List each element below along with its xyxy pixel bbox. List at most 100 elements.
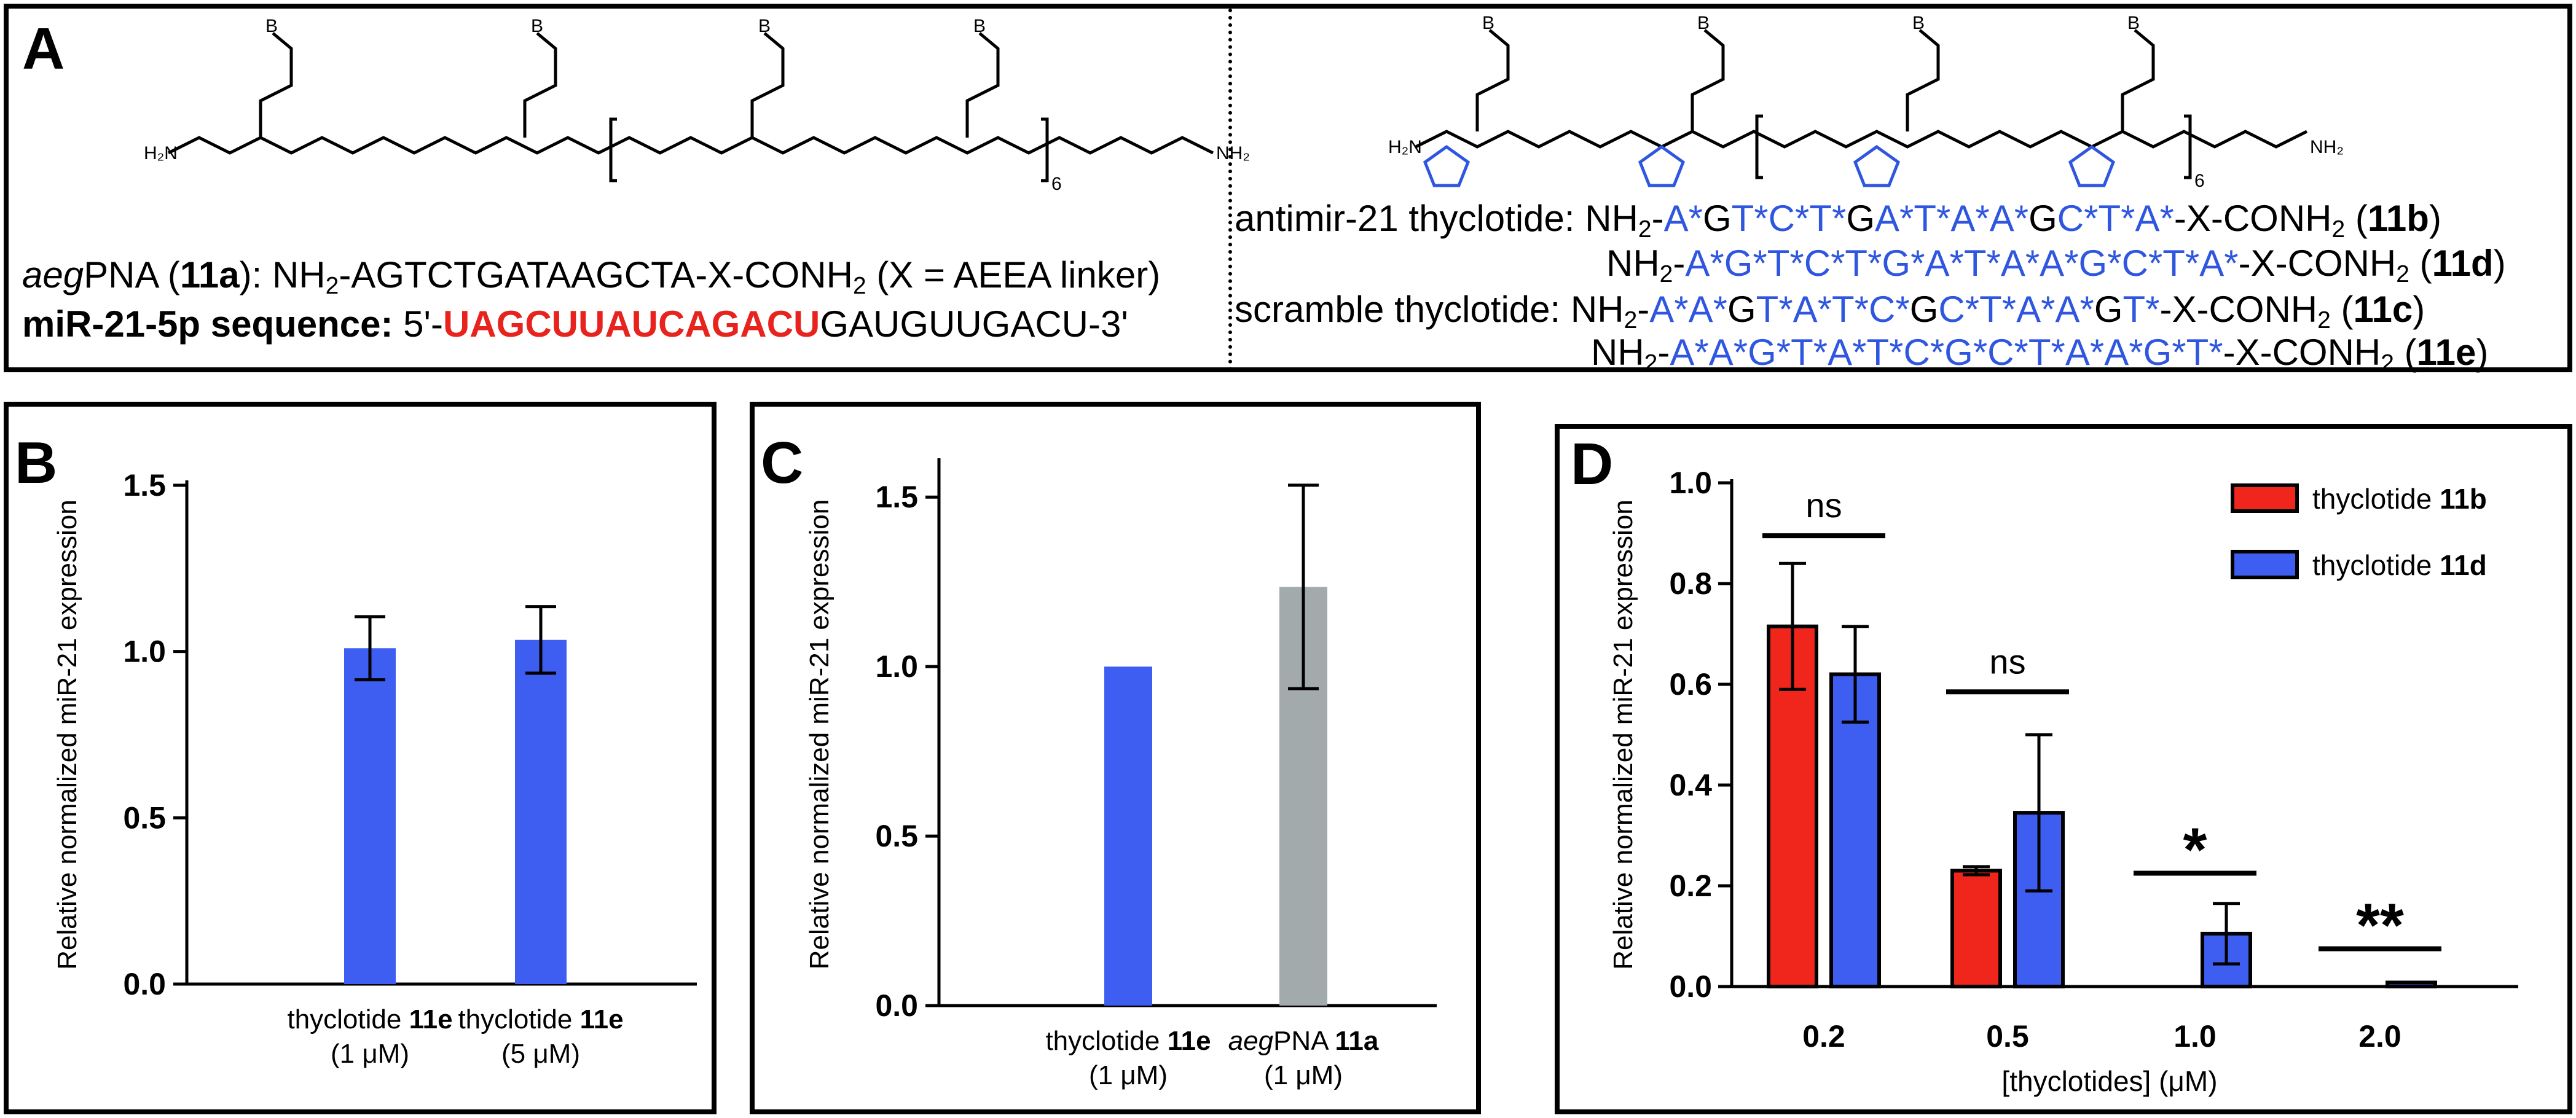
svg-text:B: B	[531, 16, 543, 36]
y-tick-label: 1.5	[123, 468, 166, 502]
legend-label: thyclotide 11b	[2312, 483, 2487, 515]
x-tick-label-sub: (1 μM)	[331, 1039, 409, 1069]
error-bar	[525, 605, 556, 675]
svg-text:B: B	[2127, 13, 2140, 33]
scramble-11c-sequence: A*A*GT*A*T*C*GC*T*A*A*GT*	[1649, 289, 2159, 330]
significance-label: ns	[1805, 486, 1842, 525]
y-tick-label: 1.5	[875, 480, 918, 514]
svg-text:6: 6	[2194, 171, 2205, 191]
svg-text:B: B	[1697, 13, 1710, 33]
aeg-pna-line: aegPNA (11a): NH2-AGTCTGATAAGCTA-X-CONH2…	[22, 254, 1161, 299]
svg-text:H₂N: H₂N	[144, 143, 178, 163]
mir-21-sequence-line: miR-21-5p sequence: 5'-UAGCUUAUCAGACUGAU…	[22, 303, 1128, 345]
svg-text:H₂N: H₂N	[1388, 137, 1422, 157]
error-bar	[2025, 733, 2052, 893]
sequence-segment: G	[1727, 289, 1756, 330]
label-part: 11e	[1168, 1026, 1211, 1056]
bar	[344, 648, 396, 984]
panel-b-label: B	[15, 430, 58, 496]
y-axis-label: Relative normalized miR-21 expression	[52, 499, 82, 969]
panel-d-label: D	[1571, 431, 1614, 497]
y-tick-label: 0.0	[123, 967, 166, 1001]
significance-label: **	[2356, 891, 2404, 960]
svg-text:NH₂: NH₂	[2310, 137, 2344, 157]
y-tick-label: 1.0	[875, 649, 918, 684]
y-tick-label: 0.5	[875, 819, 918, 853]
label-part: PNA	[1273, 1026, 1335, 1056]
panel-a: A H₂N B B B B 6 NH₂	[4, 4, 2572, 377]
svg-text:B: B	[973, 16, 986, 36]
y-tick-label: 1.0	[1669, 466, 1712, 500]
y-tick-label: 0.2	[1669, 869, 1712, 903]
label-part: thyclotide	[458, 1004, 579, 1034]
error-bar	[355, 615, 385, 682]
label-part: thyclotide	[2312, 483, 2440, 515]
y-tick-label: 0.6	[1669, 667, 1712, 702]
svg-text:6: 6	[1051, 174, 1062, 194]
sequence-segment: A*A*	[1649, 289, 1727, 330]
label-part: 11b	[2440, 483, 2487, 515]
svg-text:B: B	[758, 16, 771, 36]
antimir-row-1: antimir-21 thyclotide: NH2-A*GT*C*T*GA*T…	[1235, 198, 2441, 243]
panel-a-divider	[1228, 9, 1232, 371]
x-tick-label: thyclotide 11e	[1045, 1026, 1211, 1056]
aeg-pna-structure: H₂N B B B B 6 NH₂	[144, 16, 1250, 194]
scramble-row-2: NH2-A*A*G*T*A*T*C*G*C*T*A*A*G*T*-X-CONH2…	[1591, 332, 2489, 377]
x-tick-label: 0.5	[1986, 1019, 2029, 1054]
bar	[1104, 666, 1152, 1006]
error-bar	[1288, 483, 1319, 690]
svg-text:B: B	[265, 16, 278, 36]
panel-c-label: C	[761, 430, 804, 496]
aeg-atoms: H₂N B B B B 6 NH₂	[144, 16, 1250, 194]
y-tick-label: 0.0	[1669, 969, 1712, 1004]
panel-a-label: A	[22, 16, 65, 82]
antimir-row-2: NH2-A*G*T*C*T*G*A*T*A*A*G*C*T*A*-X-CONH2…	[1606, 243, 2506, 287]
x-tick-label-sub: (1 μM)	[1089, 1060, 1168, 1090]
label-part: 11a	[1335, 1026, 1379, 1056]
sequence-segment: T*	[2122, 289, 2160, 330]
thyclotide-atoms: H₂N B B B B 6 NH₂	[1388, 13, 2344, 191]
label-part: 11e	[580, 1004, 624, 1034]
x-tick-label: 0.2	[1802, 1019, 1845, 1054]
y-tick-label: 1.0	[123, 635, 166, 669]
label-part: 11e	[409, 1004, 453, 1034]
y-tick-label: 0.8	[1669, 566, 1712, 601]
sequence-segment: G	[2028, 198, 2057, 239]
label-part: thyclotide	[2312, 549, 2440, 581]
error-bar	[1779, 561, 1806, 691]
x-tick-label: thyclotide 11e	[287, 1004, 452, 1034]
legend-label: thyclotide 11d	[2312, 549, 2487, 581]
svg-text:NH₂: NH₂	[1216, 143, 1250, 163]
bar	[1950, 869, 2002, 989]
y-axis-label: Relative normalized miR-21 expression	[804, 499, 834, 969]
label-part: thyclotide	[287, 1004, 409, 1034]
y-tick-label: 0.4	[1669, 768, 1712, 802]
bar	[515, 639, 567, 984]
x-tick-label: aegPNA 11a	[1228, 1026, 1379, 1056]
sequence-segment: C*T*A*A*	[1938, 289, 2094, 330]
y-tick-label: 0.5	[123, 800, 166, 835]
sequence-segment: C*T*A*	[2057, 198, 2174, 239]
antimir-11b-sequence: A*GT*C*T*GA*T*A*A*GC*T*A*	[1664, 198, 2174, 239]
error-bar	[1842, 625, 1869, 724]
scramble-row-1: scramble thyclotide: NH2-A*A*GT*A*T*C*GC…	[1235, 289, 2425, 334]
bar	[1829, 672, 1881, 988]
label-part: aeg	[1228, 1026, 1274, 1056]
sequence-segment: G	[1909, 289, 1939, 330]
sequence-segment: G	[1702, 198, 1732, 239]
sequence-segment: G	[2094, 289, 2123, 330]
error-bar	[2213, 902, 2240, 966]
sequence-segment: G	[1846, 198, 1875, 239]
sequence-segment: T*C*T*	[1731, 198, 1847, 239]
svg-text:B: B	[1482, 13, 1494, 33]
significance-label: ns	[1989, 642, 2025, 681]
x-tick-label: thyclotide 11e	[458, 1004, 623, 1034]
x-axis-label: [thyclotides] (μM)	[2001, 1065, 2217, 1097]
sequence-segment: A*	[1663, 198, 1703, 239]
sequence-segment: T*A*T*C*	[1756, 289, 1910, 330]
legend-swatch	[2231, 483, 2299, 513]
